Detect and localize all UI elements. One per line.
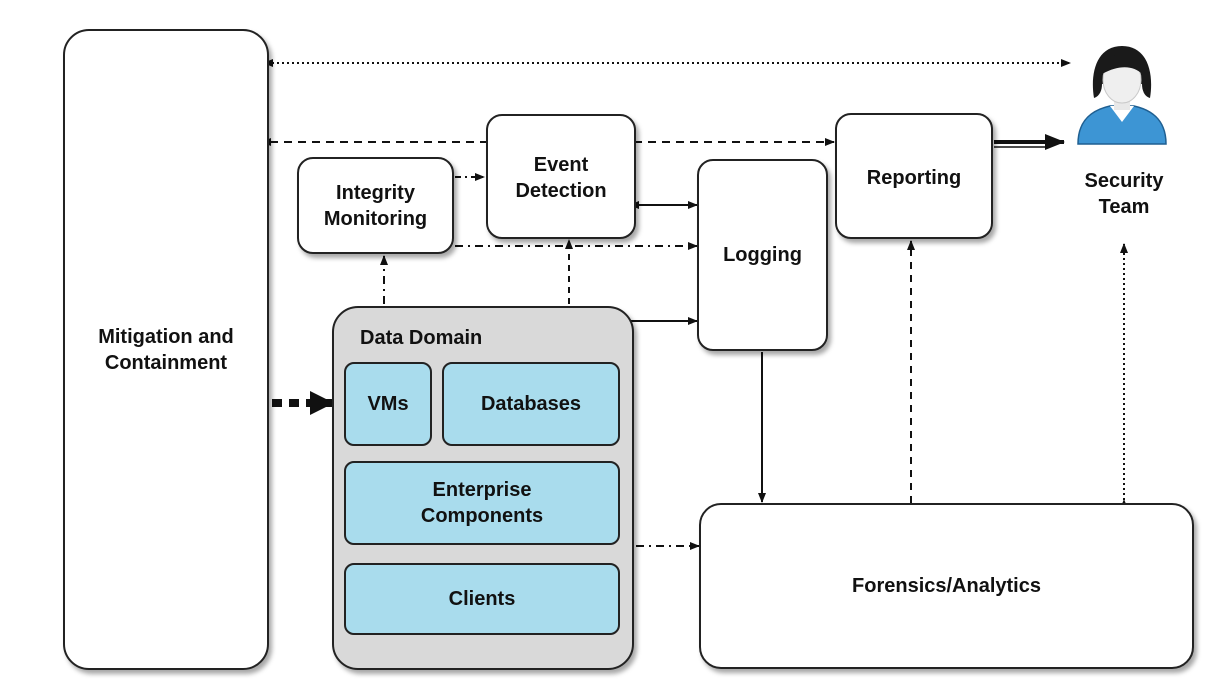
mitigation-label: Mitigation and Containment xyxy=(98,325,234,374)
databases-label: Databases xyxy=(480,393,582,415)
integrity-monitoring-box[interactable]: Integrity Monitoring xyxy=(297,157,454,254)
mitigation-containment-box[interactable]: Mitigation and Containment xyxy=(63,29,269,670)
clients-box[interactable]: Clients xyxy=(344,563,620,635)
event-detection-box[interactable]: Event Detection xyxy=(486,114,636,239)
user-icon xyxy=(1072,40,1172,150)
forensics-label: Forensics/Analytics xyxy=(852,575,1041,597)
logging-box[interactable]: Logging xyxy=(697,159,828,351)
vms-label: VMs xyxy=(367,393,409,415)
event-label: Event Detection xyxy=(515,154,607,202)
databases-box[interactable]: Databases xyxy=(442,362,620,446)
security-team-label: Security Team xyxy=(1084,170,1164,218)
enterprise-components-box[interactable]: Enterprise Components xyxy=(344,461,620,545)
enterprise-label: Enterprise Components xyxy=(420,479,544,527)
data-domain-title: Data Domain xyxy=(360,327,483,349)
clients-label: Clients xyxy=(448,588,516,610)
integrity-label: Integrity Monitoring xyxy=(323,181,428,230)
reporting-box[interactable]: Reporting xyxy=(835,113,993,239)
reporting-label: Reporting xyxy=(866,167,962,189)
logging-label: Logging xyxy=(723,244,802,266)
forensics-analytics-box[interactable]: Forensics/Analytics xyxy=(699,503,1194,669)
vms-box[interactable]: VMs xyxy=(344,362,432,446)
